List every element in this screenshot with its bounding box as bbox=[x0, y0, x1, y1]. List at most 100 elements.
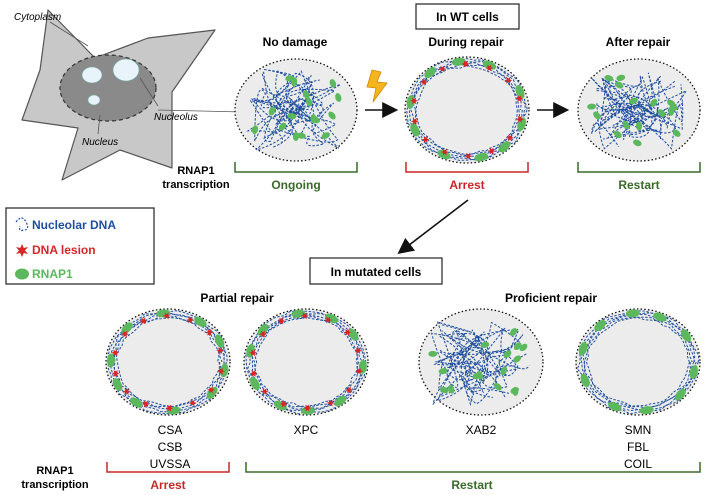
dna-lesion-mark bbox=[216, 347, 225, 355]
rnap1-dot bbox=[302, 90, 310, 99]
status-ongoing: Ongoing bbox=[271, 178, 320, 192]
rnap1-dot bbox=[296, 132, 306, 139]
wt-box-label: In WT cells bbox=[436, 10, 499, 24]
dna-strand bbox=[601, 85, 670, 130]
dna-strand bbox=[266, 70, 339, 148]
dna-strand bbox=[254, 316, 358, 407]
rnap1-dot bbox=[329, 79, 337, 88]
dna-lesion-mark bbox=[303, 404, 312, 412]
rnap1-dot bbox=[493, 383, 502, 391]
gene-uvssa: UVSSA bbox=[150, 457, 191, 471]
rnap1-dot bbox=[476, 371, 483, 380]
rnap1-dot bbox=[335, 93, 342, 102]
gene-csa: CSA bbox=[158, 423, 183, 437]
rnap1-dot bbox=[674, 388, 686, 401]
dna-strand bbox=[594, 80, 662, 133]
legend-box bbox=[5, 207, 155, 285]
rnap1-dot bbox=[622, 120, 630, 130]
nucleolus-label: Nucleolus bbox=[154, 112, 198, 123]
dna-lesion-mark bbox=[259, 330, 267, 338]
bracket-restart-mut bbox=[245, 462, 701, 473]
dna-lesion-mark bbox=[165, 404, 174, 412]
bracket-arrest-mut bbox=[106, 462, 230, 473]
dna-strand bbox=[250, 79, 324, 122]
dna-lesion-mark bbox=[139, 317, 148, 325]
nucleolus-outline bbox=[105, 308, 231, 416]
rnap1-dot bbox=[593, 111, 601, 120]
dna-strand bbox=[447, 329, 530, 370]
rnap1-dot bbox=[480, 341, 490, 348]
dna-lesion-mark bbox=[354, 367, 363, 375]
dna-strand bbox=[603, 75, 662, 140]
rnap1-dot bbox=[251, 125, 259, 135]
dna-strand bbox=[260, 87, 310, 142]
dna-strand bbox=[576, 310, 700, 415]
dna-lesion-mark bbox=[515, 115, 524, 123]
nucleolus-outline bbox=[404, 56, 530, 164]
nucleolus-outline bbox=[243, 308, 369, 416]
rnap1-label-bottom: RNAP1 bbox=[36, 465, 73, 477]
status-arrest-wt: Arrest bbox=[449, 178, 484, 192]
rnap1-dot bbox=[305, 97, 313, 107]
rnap1-dot bbox=[635, 121, 643, 131]
nucleus-label: Nucleus bbox=[82, 137, 118, 148]
rnap1-dot bbox=[482, 60, 497, 70]
group-partial-repair: Partial repair bbox=[200, 291, 274, 305]
dna-lesion-mark bbox=[279, 400, 288, 408]
gene-xab2: XAB2 bbox=[466, 423, 497, 437]
rnap1-dot bbox=[448, 384, 455, 394]
rnap1-dot bbox=[278, 122, 287, 131]
dna-legend-icon bbox=[15, 217, 29, 232]
nucleus-shape bbox=[59, 54, 157, 122]
rnap1-dot bbox=[334, 395, 347, 407]
rnap1-dot bbox=[513, 355, 522, 363]
dna-strand bbox=[438, 348, 509, 391]
dna-lesion-mark bbox=[515, 95, 524, 103]
dna-lesion-mark bbox=[186, 316, 195, 324]
rnap1-dot bbox=[257, 324, 269, 336]
dna-strand bbox=[436, 321, 480, 389]
rnap1-dot bbox=[439, 386, 449, 394]
dna-lesion-mark bbox=[410, 117, 419, 125]
dna-lesion-mark bbox=[461, 60, 470, 68]
rnap1-dot bbox=[214, 334, 225, 348]
pointer-nucleus bbox=[97, 114, 101, 135]
dna-lesion-mark bbox=[485, 64, 494, 72]
rnap1-dot bbox=[515, 85, 525, 99]
gene-xpc: XPC bbox=[294, 423, 319, 437]
dna-strand bbox=[439, 327, 506, 398]
group-proficient-repair: Proficient repair bbox=[505, 291, 597, 305]
dna-lesion-mark bbox=[504, 76, 513, 84]
stage-during-repair: During repair bbox=[428, 35, 504, 49]
wt-box bbox=[415, 3, 520, 30]
dna-strand bbox=[596, 77, 656, 133]
rnap1-dot bbox=[580, 373, 590, 388]
dna-strand bbox=[253, 88, 337, 151]
rnap1-dot bbox=[587, 103, 597, 110]
cell-illustration: Cytoplasm Nucleolus Nucleus bbox=[14, 9, 244, 181]
dna-strand bbox=[430, 332, 489, 390]
rnap1-dot bbox=[194, 316, 207, 328]
rnap1-dot bbox=[509, 328, 518, 337]
dna-lesion-mark bbox=[300, 312, 309, 320]
bracket-arrest-wt bbox=[405, 162, 529, 173]
dna-strand bbox=[590, 76, 688, 140]
dna-lesion-mark bbox=[440, 148, 449, 156]
rnap1-dot bbox=[680, 329, 692, 342]
rnap1-dot bbox=[672, 129, 681, 137]
mutated-box-label: In mutated cells bbox=[331, 265, 422, 279]
rnap1-dot bbox=[410, 123, 420, 137]
dna-lesion-mark bbox=[205, 328, 214, 336]
rnap1-dot bbox=[424, 67, 437, 79]
dna-lesion-mark bbox=[111, 369, 120, 377]
mini-nucleolus bbox=[81, 66, 103, 84]
rnap1-dot bbox=[358, 359, 367, 374]
legend-dna-label: Nucleolar DNA bbox=[32, 218, 116, 232]
rnap1-dot bbox=[287, 113, 297, 120]
rnap1-dot bbox=[121, 322, 133, 334]
dna-lesion-mark bbox=[111, 349, 120, 357]
rnap1-dot bbox=[112, 378, 123, 392]
dna-lesion-mark bbox=[141, 400, 150, 408]
dna-lesion-mark bbox=[162, 312, 171, 320]
